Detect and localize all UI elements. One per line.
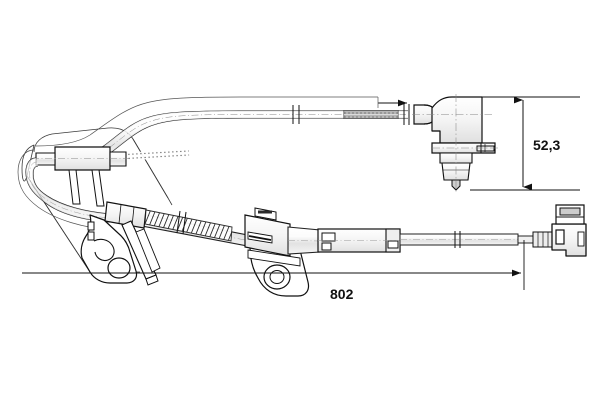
upper-cable-shield-sleeve [343,110,399,119]
lower-cable-spiral-sleeve [144,209,233,242]
cable-grommet [317,228,401,253]
lower-cable-clamp [104,201,147,229]
cable-break-marks [292,104,410,125]
left-cable-clamp [32,146,130,207]
lead-wire-break-marks [454,231,461,248]
height-dimension: 52,3 [470,96,580,191]
length-dimension: 802 [22,240,525,302]
mid-to-grommet-cable [287,226,321,255]
lead-wire [399,231,535,248]
sensor-reference-arrow [330,96,407,108]
sensor-head-body [412,94,500,192]
lower-cable-break-marks [176,210,187,235]
upper-cable-corrugation [116,148,190,162]
left-mounting-bracket [80,214,161,286]
electrical-connector [532,204,587,257]
lower-cable-left-loop [17,149,113,231]
length-dim-label: 802 [330,286,354,302]
mid-mounting-bracket [244,207,310,297]
height-dim-label: 52,3 [533,137,560,153]
